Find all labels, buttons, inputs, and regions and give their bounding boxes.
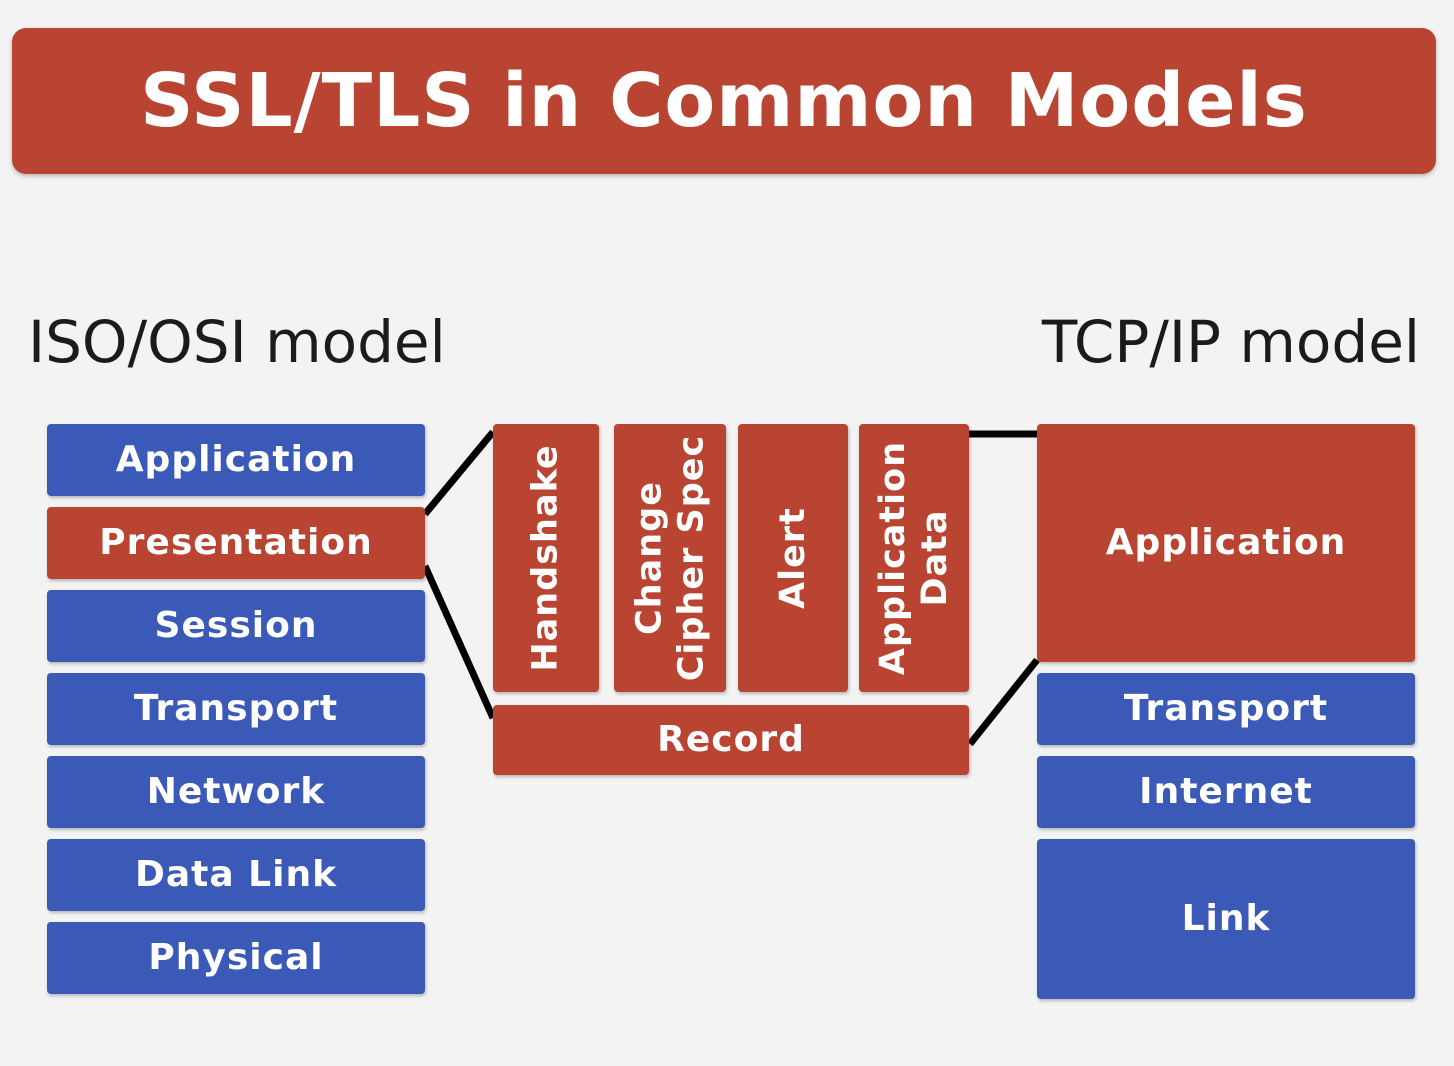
tls-protocol-alert: Alert	[738, 424, 848, 692]
tls-record-layer: Record	[493, 705, 969, 775]
tls-protocol-label-line2: Data	[915, 509, 955, 607]
osi-layer-label: Data Link	[134, 854, 338, 896]
tcpip-layer-transport: Transport	[1037, 673, 1415, 745]
tls-protocol-change-cipher-spec: Change Cipher Spec	[614, 424, 726, 692]
title-banner: SSL/TLS in Common Models	[12, 28, 1436, 174]
osi-layer-physical: Physical	[47, 922, 425, 994]
connector-line	[422, 429, 496, 517]
page-title: SSL/TLS in Common Models	[140, 58, 1308, 144]
tcpip-layer-application: Application	[1037, 424, 1415, 662]
tls-protocol-label: Alert	[772, 507, 813, 609]
tls-record-label: Record	[657, 719, 805, 761]
tls-protocol-application-data: Application Data	[859, 424, 969, 692]
osi-layer-presentation: Presentation	[47, 507, 425, 579]
osi-layer-label: Physical	[148, 937, 324, 979]
tcpip-model-heading: TCP/IP model	[1041, 308, 1420, 376]
tls-protocol-label-line2: Cipher Spec	[671, 434, 711, 682]
connector-line	[421, 564, 497, 720]
osi-layer-transport: Transport	[47, 673, 425, 745]
osi-layer-label: Network	[146, 771, 326, 813]
tcpip-layer-link: Link	[1037, 839, 1415, 999]
tcpip-layer-label: Link	[1181, 898, 1271, 940]
osi-layer-application: Application	[47, 424, 425, 496]
tcpip-layer-label: Application	[1105, 522, 1347, 564]
tls-protocol-label: Application	[873, 440, 913, 676]
tcpip-layer-label: Transport	[1123, 688, 1329, 730]
osi-layer-data-link: Data Link	[47, 839, 425, 911]
tcpip-layer-internet: Internet	[1037, 756, 1415, 828]
osi-layer-label: Presentation	[99, 522, 373, 564]
tls-protocol-handshake: Handshake	[493, 424, 599, 692]
osi-layer-label: Application	[115, 439, 357, 481]
osi-model-heading: ISO/OSI model	[28, 308, 446, 376]
osi-layer-session: Session	[47, 590, 425, 662]
tls-protocol-label: Handshake	[526, 444, 567, 672]
osi-layer-label: Session	[154, 605, 318, 647]
tls-protocol-label: Change	[629, 481, 669, 635]
connector-line	[967, 657, 1040, 747]
osi-layer-network: Network	[47, 756, 425, 828]
tcpip-layer-label: Internet	[1139, 771, 1313, 813]
osi-layer-label: Transport	[133, 688, 339, 730]
